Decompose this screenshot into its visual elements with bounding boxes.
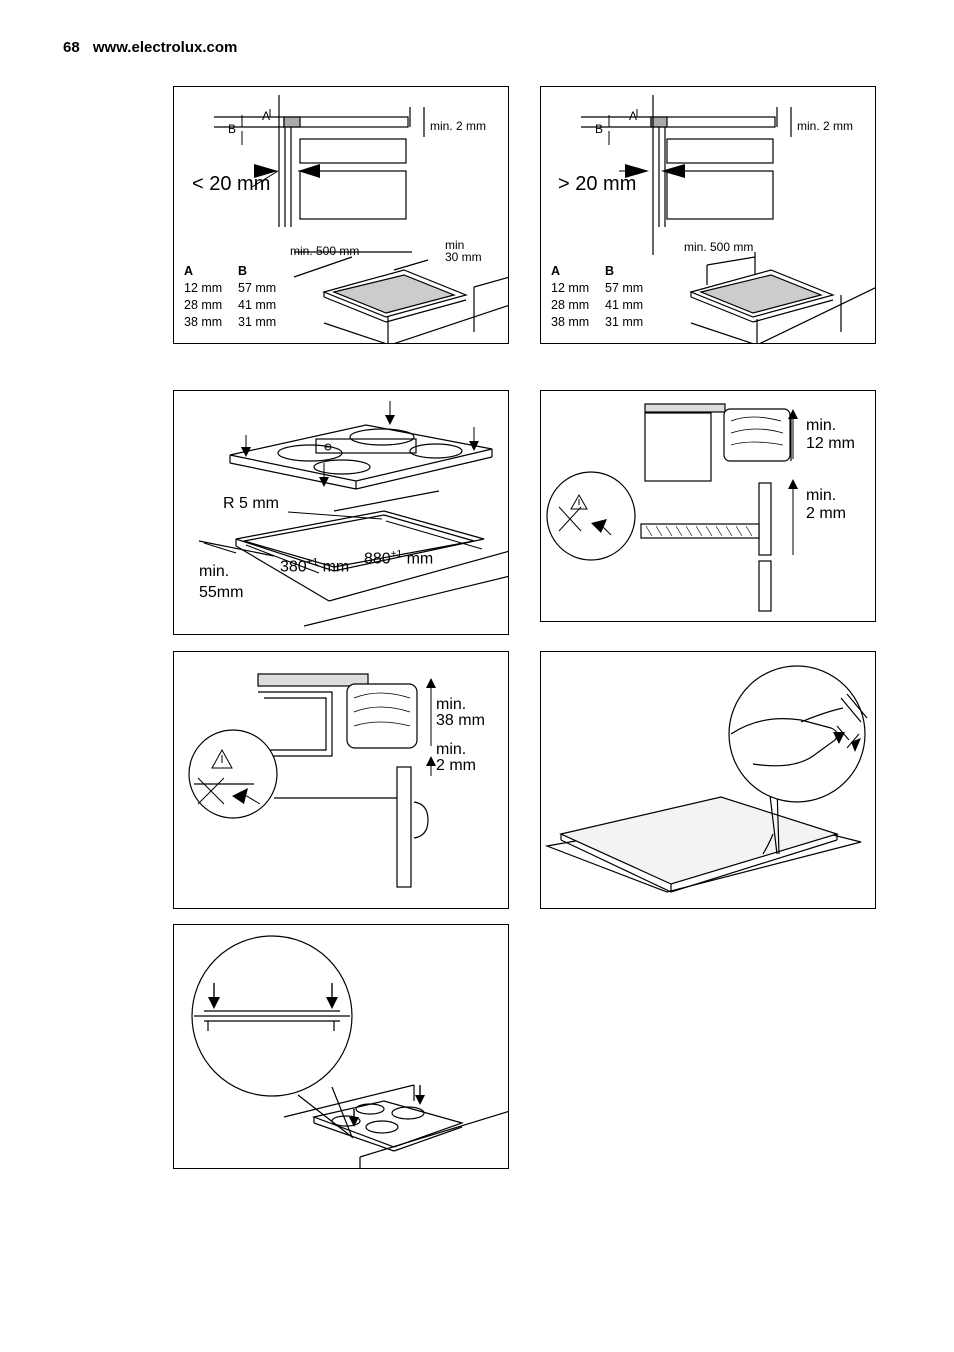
depth-dimension-label: 380+1 mm <box>280 554 349 576</box>
width-value: 880 <box>364 550 391 568</box>
label-a: A <box>262 109 271 123</box>
label-b: B <box>595 122 604 136</box>
table-header-b: B <box>238 264 248 278</box>
panel-hob-placement <box>173 924 509 1169</box>
bottom-clearance-label-1: min. <box>436 741 467 758</box>
panel-front-clearance-12mm: min. 12 mm min. 2 mm <box>540 390 876 622</box>
table-header-b: B <box>605 264 615 278</box>
table-header-a: A <box>551 264 561 278</box>
dimension-table: A B 12 mm 57 mm 28 mm 41 mm 38 mm 31 mm <box>184 263 276 331</box>
table-cell: 41 mm <box>605 298 644 312</box>
table-header-a: A <box>184 264 194 278</box>
table-cell: 12 mm <box>184 281 223 295</box>
table-cell: 38 mm <box>184 315 223 329</box>
table-cell: 57 mm <box>238 281 277 295</box>
panel-over-20mm: A B min. 2 mm > 20 mm min. 500 mm A B 12 … <box>540 86 876 344</box>
hob-placement-diagram <box>191 935 508 1168</box>
bottom-clearance-label-1: min. <box>806 487 837 504</box>
website: www.electrolux.com <box>92 39 238 56</box>
width-tolerance: +1 <box>390 549 403 560</box>
min-2mm-label: min. 2 mm <box>797 119 854 133</box>
min-500-label: min. 500 mm <box>290 244 360 258</box>
label-b: B <box>228 122 237 136</box>
worktop-section-diagram <box>188 673 436 888</box>
dimension-table: A B 12 mm 57 mm 28 mm 41 mm 38 mm 31 mm <box>551 263 643 331</box>
cabinet-section-diagram <box>214 95 508 343</box>
panel-under-20mm: A B min. 2 mm < 20 mm min. 500 mm min 30… <box>173 86 509 344</box>
table-cell: 12 mm <box>551 281 590 295</box>
width-dimension-label: 880+1 mm <box>364 546 433 568</box>
page-number: 68 <box>63 39 80 56</box>
table-cell: 28 mm <box>551 298 590 312</box>
table-cell: 31 mm <box>238 315 277 329</box>
min-55-label-1: min. <box>199 563 230 580</box>
table-cell: 31 mm <box>605 315 644 329</box>
hob-cutout-diagram <box>198 401 508 627</box>
radius-label: R 5 mm <box>223 495 279 512</box>
top-clearance-label-2: 12 mm <box>806 435 855 452</box>
top-clearance-label-1: min. <box>436 696 467 713</box>
top-clearance-label-1: min. <box>806 417 837 434</box>
panel-seal-strip <box>540 651 876 909</box>
depth-unit: mm <box>322 558 350 576</box>
min-30-label-1: min <box>445 238 465 252</box>
min-55-label-2: 55mm <box>199 584 244 601</box>
cabinet-section-diagram <box>581 95 875 343</box>
table-cell: 57 mm <box>605 281 644 295</box>
panel-front-clearance-38mm: min. 38 mm min. 2 mm <box>173 651 509 909</box>
bottom-clearance-label-2: 2 mm <box>436 757 476 774</box>
gap-label: < 20 mm <box>192 173 271 195</box>
page-header: 68 www.electrolux.com <box>63 39 237 56</box>
seal-strip-application-diagram <box>544 665 868 893</box>
depth-value: 380 <box>280 558 307 576</box>
width-unit: mm <box>406 550 434 568</box>
label-a: A <box>629 109 638 123</box>
table-cell: 28 mm <box>184 298 223 312</box>
top-clearance-label-2: 38 mm <box>436 712 485 729</box>
min-2mm-label: min. 2 mm <box>430 119 487 133</box>
warning-triangle-icon <box>570 493 588 510</box>
worktop-section-diagram <box>546 403 798 612</box>
warning-triangle-icon <box>211 748 233 769</box>
panel-cutout-dimensions: R 5 mm 380+1 mm 880+1 mm min. 55mm <box>173 390 509 635</box>
min-30-label-2: 30 mm <box>445 250 482 264</box>
hob-cutout-sketch <box>293 256 508 343</box>
min-500-label: min. 500 mm <box>684 240 754 254</box>
depth-tolerance: +1 <box>306 557 319 568</box>
bottom-clearance-label-2: 2 mm <box>806 505 846 522</box>
table-cell: 38 mm <box>551 315 590 329</box>
table-cell: 41 mm <box>238 298 277 312</box>
gap-label: > 20 mm <box>558 173 637 195</box>
